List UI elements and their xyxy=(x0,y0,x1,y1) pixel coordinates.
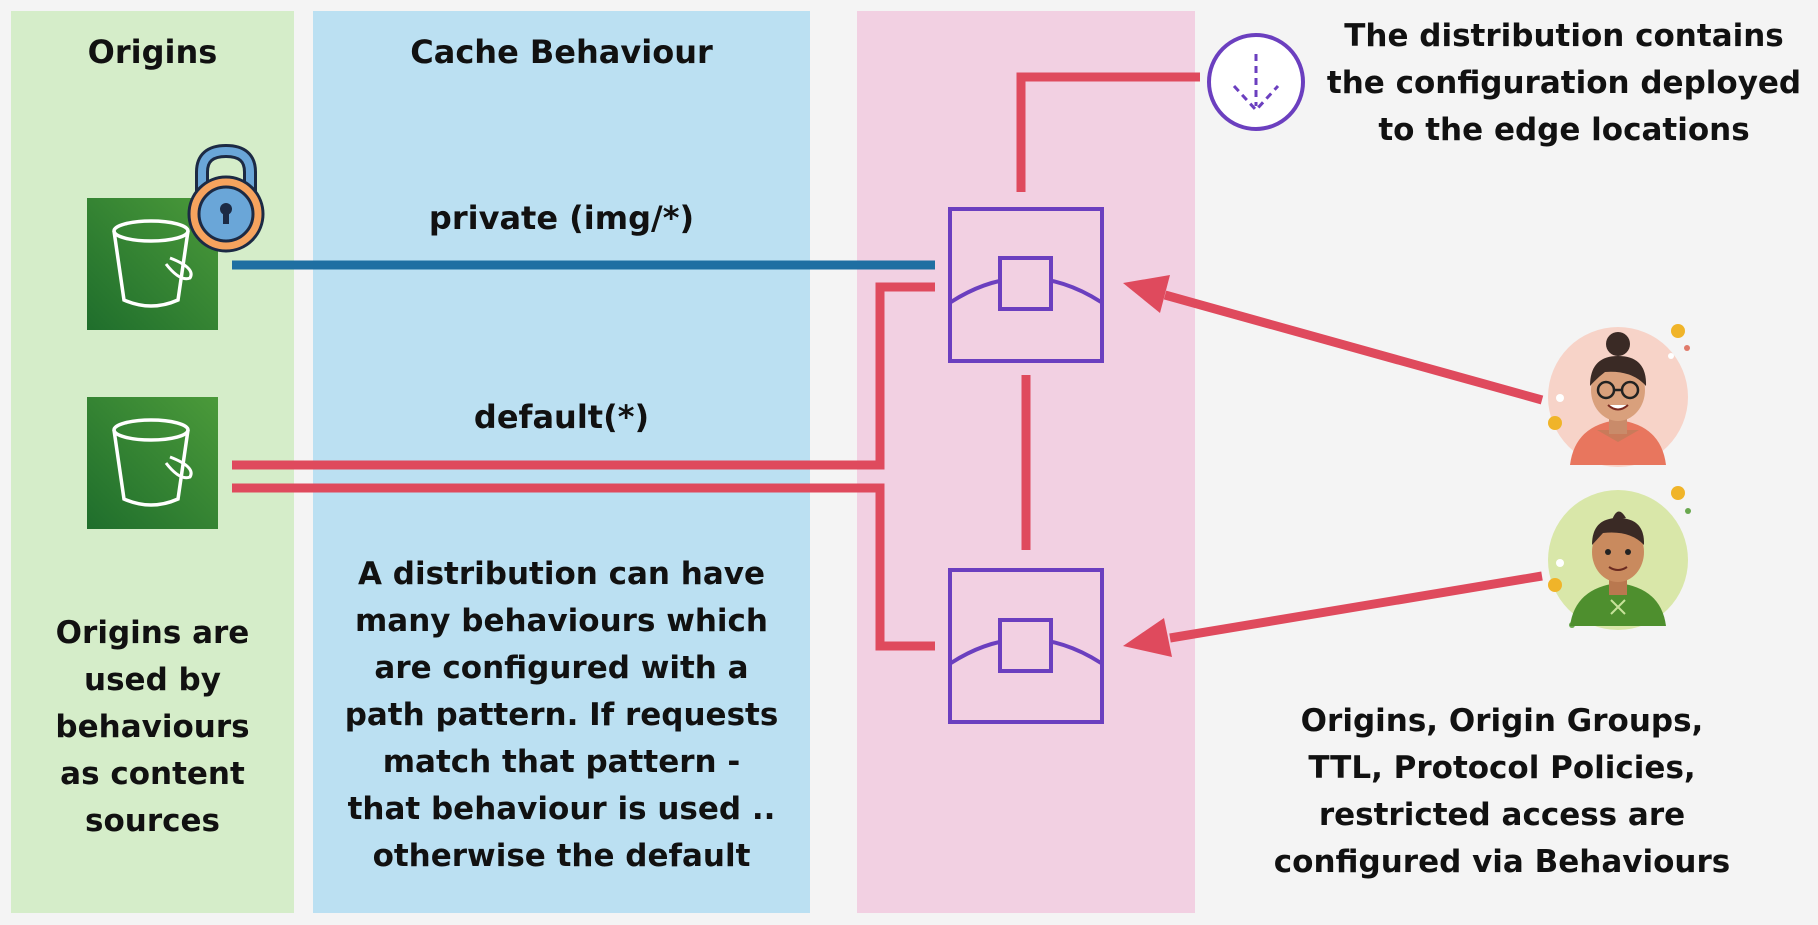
distribution-description: The distribution contains the configurat… xyxy=(1326,18,1802,148)
cache-behaviour-title: Cache Behaviour xyxy=(410,33,713,71)
deploy-download-icon xyxy=(1207,33,1305,131)
behaviours-description: A distribution can have many behaviours … xyxy=(344,556,779,874)
request-arrow-lower xyxy=(1123,571,1543,657)
origins-title: Origins xyxy=(87,33,218,71)
s3-bucket-icon xyxy=(87,397,218,529)
behaviour-config-description: Origins, Origin Groups, TTL, Protocol Po… xyxy=(1273,703,1731,880)
default-behaviour-label: default(*) xyxy=(473,398,650,436)
user-avatar-icon xyxy=(1548,324,1690,467)
user-avatar-icon xyxy=(1548,486,1691,630)
default-behaviour-line-upper xyxy=(232,282,935,470)
default-behaviour-line-lower xyxy=(232,483,935,651)
request-arrow-upper xyxy=(1123,275,1544,405)
private-behaviour-label: private (img/*) xyxy=(428,199,695,237)
distribution-link-line xyxy=(1016,72,1200,192)
padlock-icon xyxy=(187,143,265,253)
edge-location-icon xyxy=(948,568,1104,724)
origins-description: Origins are used by behaviours as conten… xyxy=(55,615,250,839)
edge-location-icon xyxy=(948,207,1104,363)
